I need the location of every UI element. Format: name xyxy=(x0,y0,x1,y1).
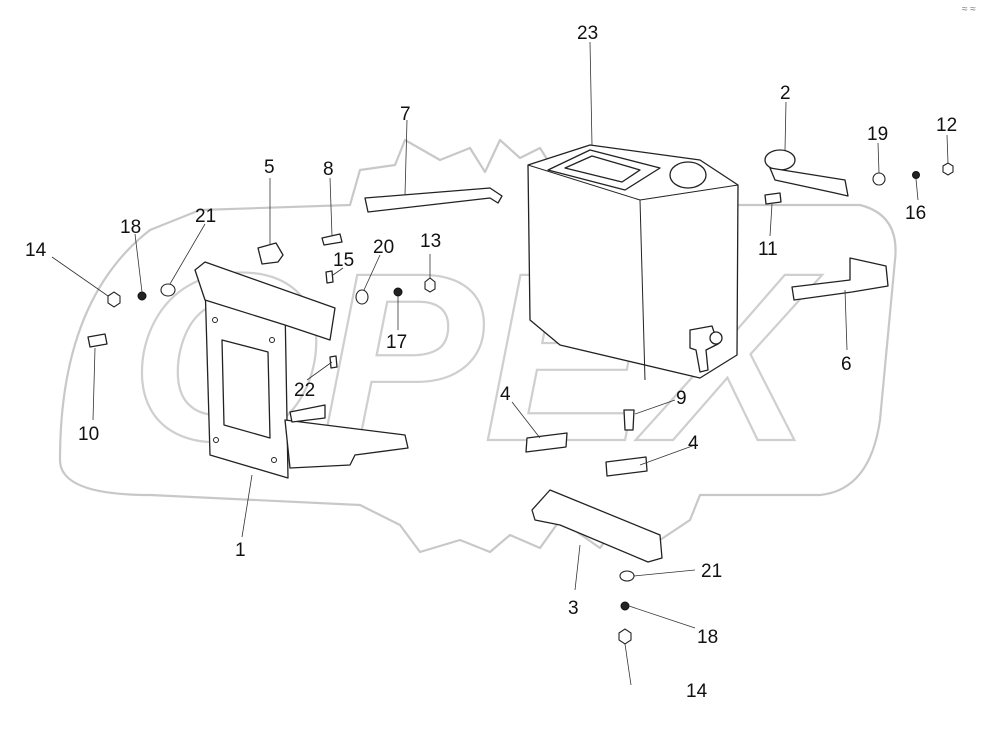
callout-11: 11 xyxy=(758,239,778,260)
callout-13: 13 xyxy=(420,231,441,252)
bracket-part-1 xyxy=(194,261,409,479)
nut-part-12 xyxy=(942,162,954,176)
callout-8: 8 xyxy=(323,159,334,180)
canister-cap xyxy=(669,161,707,189)
holder-part-2 xyxy=(764,149,849,197)
bolt-part-11 xyxy=(764,192,782,205)
callout-15: 15 xyxy=(333,250,354,271)
bracket-hole-1 xyxy=(212,317,218,323)
canister-handle xyxy=(547,149,661,191)
strap-part-7 xyxy=(364,187,503,213)
callout-14a: 14 xyxy=(25,240,47,261)
lock-washer-part-18-left xyxy=(137,291,147,301)
callout-2: 2 xyxy=(780,83,791,104)
bracket-hole-2 xyxy=(269,337,275,343)
washer-part-19 xyxy=(872,172,886,186)
holder-arm xyxy=(769,167,849,197)
washer-part-20 xyxy=(355,289,369,305)
callout-22: 22 xyxy=(294,380,315,401)
bracket-floor xyxy=(284,419,409,469)
nut-part-13 xyxy=(424,277,436,293)
bolt-part-9 xyxy=(623,409,635,431)
washer-part-21-left xyxy=(160,283,176,297)
arm-part-6 xyxy=(791,257,889,301)
canister-part-23 xyxy=(527,144,739,381)
callout-23: 23 xyxy=(577,23,598,44)
callout-4b: 4 xyxy=(688,433,699,454)
pin-part-15 xyxy=(325,270,334,284)
bracket-window xyxy=(221,339,271,439)
callout-21b: 21 xyxy=(701,561,722,582)
canister-body xyxy=(527,144,739,379)
callout-20: 20 xyxy=(373,237,394,258)
bracket-hole-3 xyxy=(213,437,219,443)
callout-14b: 14 xyxy=(686,681,708,702)
lock-washer-part-18-bottom xyxy=(620,601,630,611)
nut-part-14-left xyxy=(107,291,121,308)
callout-17: 17 xyxy=(386,332,407,353)
callout-5: 5 xyxy=(264,157,275,178)
bracket-hole-4 xyxy=(271,457,277,463)
nut-part-14-bottom xyxy=(618,628,632,645)
callout-labels: 1 2 3 4 4 5 6 7 8 9 10 11 12 13 14 14 15… xyxy=(25,23,957,702)
watermark-gear-outline xyxy=(58,138,897,554)
clip-part-5 xyxy=(257,242,284,265)
bolt-part-10 xyxy=(87,333,108,348)
callout-4a: 4 xyxy=(500,384,511,405)
pad-part-4b xyxy=(605,456,648,477)
callout-3: 3 xyxy=(568,598,579,619)
bracket-top-rail xyxy=(194,261,336,341)
washer-part-21-bottom xyxy=(619,570,635,582)
callout-18a: 18 xyxy=(120,217,141,238)
callout-10: 10 xyxy=(78,424,99,445)
holder-ring xyxy=(764,149,796,171)
callout-12: 12 xyxy=(936,115,957,136)
leader-lines xyxy=(51,41,949,686)
bolt-part-8 xyxy=(321,233,343,246)
lock-washer-part-17 xyxy=(393,287,403,297)
bracket-tab xyxy=(289,404,326,423)
callout-1: 1 xyxy=(235,540,246,561)
lock-washer-part-16 xyxy=(912,171,920,179)
callout-19: 19 xyxy=(867,124,888,145)
callout-7: 7 xyxy=(400,104,411,125)
callout-21a: 21 xyxy=(195,206,216,227)
pad-part-4a xyxy=(525,432,568,453)
callout-9: 9 xyxy=(676,388,687,409)
tap-knob xyxy=(709,331,723,345)
pin-part-22 xyxy=(329,355,338,369)
corner-mark: ≈ ≈ xyxy=(962,4,976,15)
callout-16: 16 xyxy=(905,203,926,224)
canister-edge xyxy=(527,164,739,381)
callout-6: 6 xyxy=(841,354,852,375)
channel-part-3 xyxy=(531,489,663,563)
callout-18b: 18 xyxy=(697,627,718,648)
